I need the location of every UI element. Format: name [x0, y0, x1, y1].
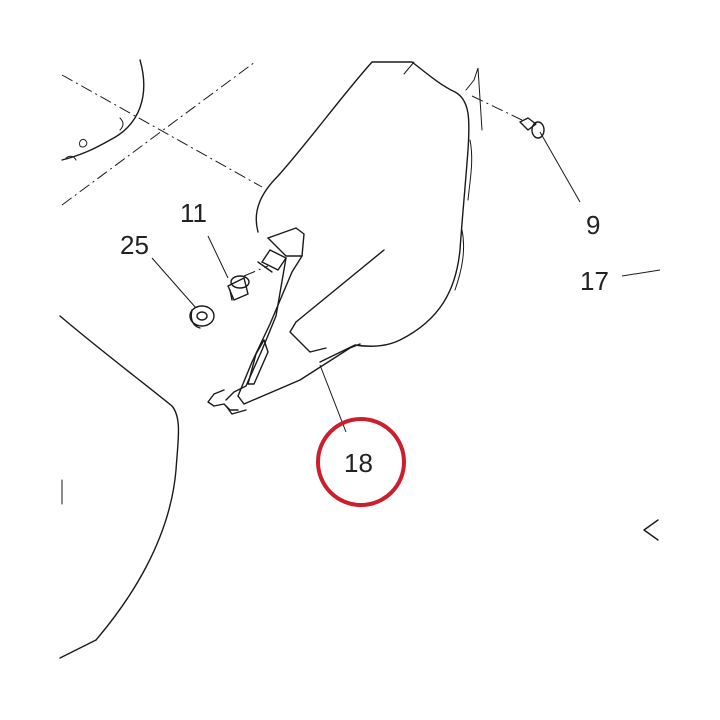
edge-fragment [643, 519, 659, 541]
highlight-circle-18 [316, 417, 406, 507]
collar-25 [189, 305, 215, 329]
callout-25: 25 [120, 230, 149, 260]
leader-25 [151, 257, 197, 309]
leader-11 [207, 235, 229, 279]
callout-18: 18 [344, 448, 373, 478]
leader-18 [319, 364, 347, 433]
centerlines [61, 61, 263, 206]
screw-9 [471, 95, 545, 139]
part-18-bracket [207, 227, 385, 415]
leader-9 [539, 131, 581, 203]
leader-lines [151, 131, 661, 433]
callout-labels: 9 11 17 18 25 [120, 198, 609, 478]
callout-9: 9 [586, 210, 600, 240]
upper-left-part-outline [61, 59, 145, 161]
callout-11: 11 [180, 198, 207, 228]
grommet-11 [227, 265, 269, 301]
leader-17 [621, 269, 661, 277]
lower-left-body-outline [59, 315, 180, 659]
callout-17: 17 [580, 266, 609, 296]
cover-body [255, 61, 483, 363]
